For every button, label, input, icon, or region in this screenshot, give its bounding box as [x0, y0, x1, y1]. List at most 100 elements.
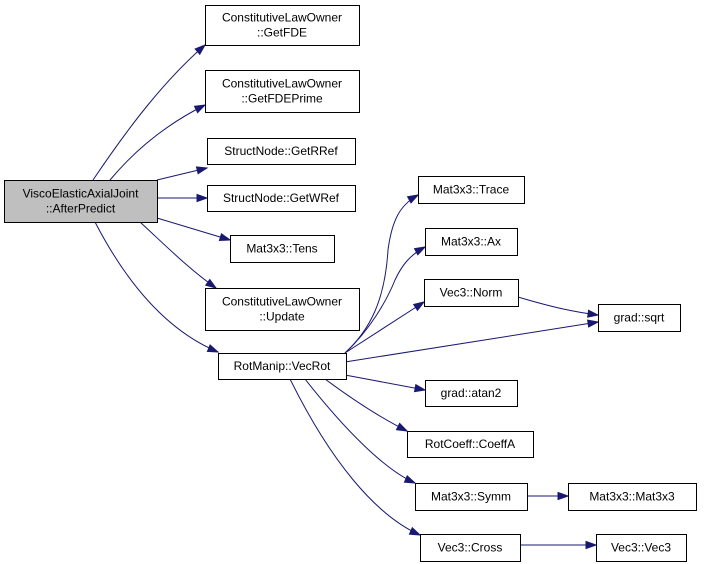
node-box: [4, 180, 158, 223]
node-box: [415, 483, 528, 511]
call-node-mat3x3[interactable]: Mat3x3::Mat3x3: [568, 483, 697, 511]
call-node-tens[interactable]: Mat3x3::Tens: [230, 235, 335, 263]
arrowhead-icon: [412, 301, 426, 312]
node-label: RotManip::VecRot: [234, 359, 331, 373]
call-edge-vecrot-to-ax: [344, 246, 427, 354]
node-box: [407, 431, 534, 458]
call-node-getfdeprime[interactable]: ConstitutiveLawOwner::GetFDEPrime: [205, 70, 360, 113]
call-node-getwref[interactable]: StructNode::GetWRef: [207, 185, 356, 212]
call-node-trace[interactable]: Mat3x3::Trace: [418, 176, 525, 204]
node-label: ::AfterPredict: [46, 202, 116, 216]
call-edge-line: [289, 378, 421, 536]
node-box: [425, 228, 518, 256]
call-edge-cross-to-vec3: [520, 540, 598, 550]
arrowhead-icon: [557, 491, 570, 501]
node-box: [205, 70, 360, 113]
node-label: grad::sqrt: [614, 311, 665, 325]
call-edge-root-to-update: [139, 221, 218, 289]
call-node-update[interactable]: ConstitutiveLawOwner::Update: [205, 288, 360, 331]
call-node-sqrt[interactable]: grad::sqrt: [598, 304, 681, 332]
call-node-coeffa[interactable]: RotCoeff::CoeffA: [407, 431, 534, 458]
arrowhead-icon: [206, 344, 220, 353]
node-label: StructNode::GetWRef: [223, 191, 340, 205]
node-label: Mat3x3::Tens: [246, 242, 317, 256]
call-edge-line: [304, 378, 416, 484]
arrowhead-icon: [218, 232, 232, 241]
call-nodes: ViscoElasticAxialJoint::AfterPredictCons…: [4, 5, 697, 562]
call-edge-root-to-vecrot: [94, 221, 220, 353]
arrowhead-icon: [585, 540, 598, 550]
node-label: grad::atan2: [441, 386, 502, 400]
call-node-ax[interactable]: Mat3x3::Ax: [425, 228, 518, 256]
arrowhead-icon: [193, 104, 207, 114]
node-box: [568, 483, 697, 511]
node-label: RotCoeff::CoeffA: [425, 437, 515, 451]
call-node-symm[interactable]: Mat3x3::Symm: [415, 483, 528, 511]
call-edges: [92, 44, 600, 550]
node-label: Vec3::Vec3: [611, 541, 671, 555]
call-edge-line: [344, 321, 599, 363]
node-box: [205, 5, 360, 46]
arrowhead-icon: [408, 526, 422, 536]
call-edge-symm-to-mat3x3: [527, 491, 570, 501]
call-edge-line: [344, 301, 425, 354]
node-label: ConstitutiveLawOwner: [222, 11, 342, 25]
node-label: ConstitutiveLawOwner: [222, 295, 342, 309]
call-edge-line: [109, 104, 206, 181]
call-edge-root-to-getfdeprime: [109, 104, 207, 181]
arrowhead-icon: [204, 278, 218, 289]
call-edge-vecrot-to-trace: [344, 194, 420, 354]
node-label: ::GetFDE: [257, 26, 307, 40]
arrowhead-icon: [194, 44, 207, 56]
node-label: StructNode::GetRRef: [224, 144, 338, 158]
node-label: ::Update: [259, 310, 305, 324]
node-label: ViscoElasticAxialJoint: [23, 187, 139, 201]
call-edge-line: [94, 221, 219, 353]
call-node-getrref[interactable]: StructNode::GetRRef: [207, 138, 356, 165]
call-edge-line: [344, 374, 426, 391]
node-box: [205, 288, 360, 331]
call-node-norm[interactable]: Vec3::Norm: [424, 279, 519, 307]
arrowhead-icon: [413, 246, 427, 256]
node-box: [207, 185, 356, 212]
call-node-root[interactable]: ViscoElasticAxialJoint::AfterPredict: [4, 180, 158, 223]
node-box: [424, 279, 519, 307]
node-label: Mat3x3::Ax: [441, 235, 501, 249]
call-edge-norm-to-sqrt: [517, 296, 600, 318]
arrowhead-icon: [196, 193, 209, 203]
call-node-cross[interactable]: Vec3::Cross: [420, 534, 521, 562]
node-label: ConstitutiveLawOwner: [222, 77, 342, 91]
call-edge-line: [156, 217, 231, 241]
call-edge-root-to-getwref: [157, 193, 209, 203]
node-box: [425, 380, 518, 407]
arrowhead-icon: [395, 422, 409, 432]
call-edge-vecrot-to-coeffa: [324, 378, 409, 432]
call-edge-root-to-tens: [156, 217, 232, 241]
call-edge-line: [324, 378, 408, 432]
call-node-atan2[interactable]: grad::atan2: [425, 380, 518, 407]
node-box: [598, 304, 681, 332]
arrowhead-icon: [586, 319, 600, 328]
call-edge-root-to-getrref: [156, 166, 209, 181]
node-label: Vec3::Norm: [440, 286, 503, 300]
node-box: [207, 138, 356, 165]
call-edge-line: [92, 44, 206, 181]
call-edge-vecrot-to-norm: [344, 301, 426, 354]
call-node-vecrot[interactable]: RotManip::VecRot: [218, 353, 347, 380]
call-edge-vecrot-to-atan2: [344, 374, 427, 393]
call-node-getfde[interactable]: ConstitutiveLawOwner::GetFDE: [205, 5, 360, 46]
call-edge-vecrot-to-sqrt: [344, 319, 600, 363]
arrowhead-icon: [195, 166, 209, 175]
arrowhead-icon: [403, 474, 417, 484]
node-box: [418, 176, 525, 204]
node-label: Mat3x3::Trace: [433, 183, 510, 197]
node-box: [420, 534, 521, 562]
call-edge-vecrot-to-cross: [289, 378, 422, 536]
call-edge-vecrot-to-symm: [304, 378, 417, 484]
node-box: [596, 534, 687, 562]
call-node-vec3[interactable]: Vec3::Vec3: [596, 534, 687, 562]
node-label: Mat3x3::Mat3x3: [589, 490, 675, 504]
node-label: Mat3x3::Symm: [431, 490, 511, 504]
arrowhead-icon: [587, 309, 600, 318]
